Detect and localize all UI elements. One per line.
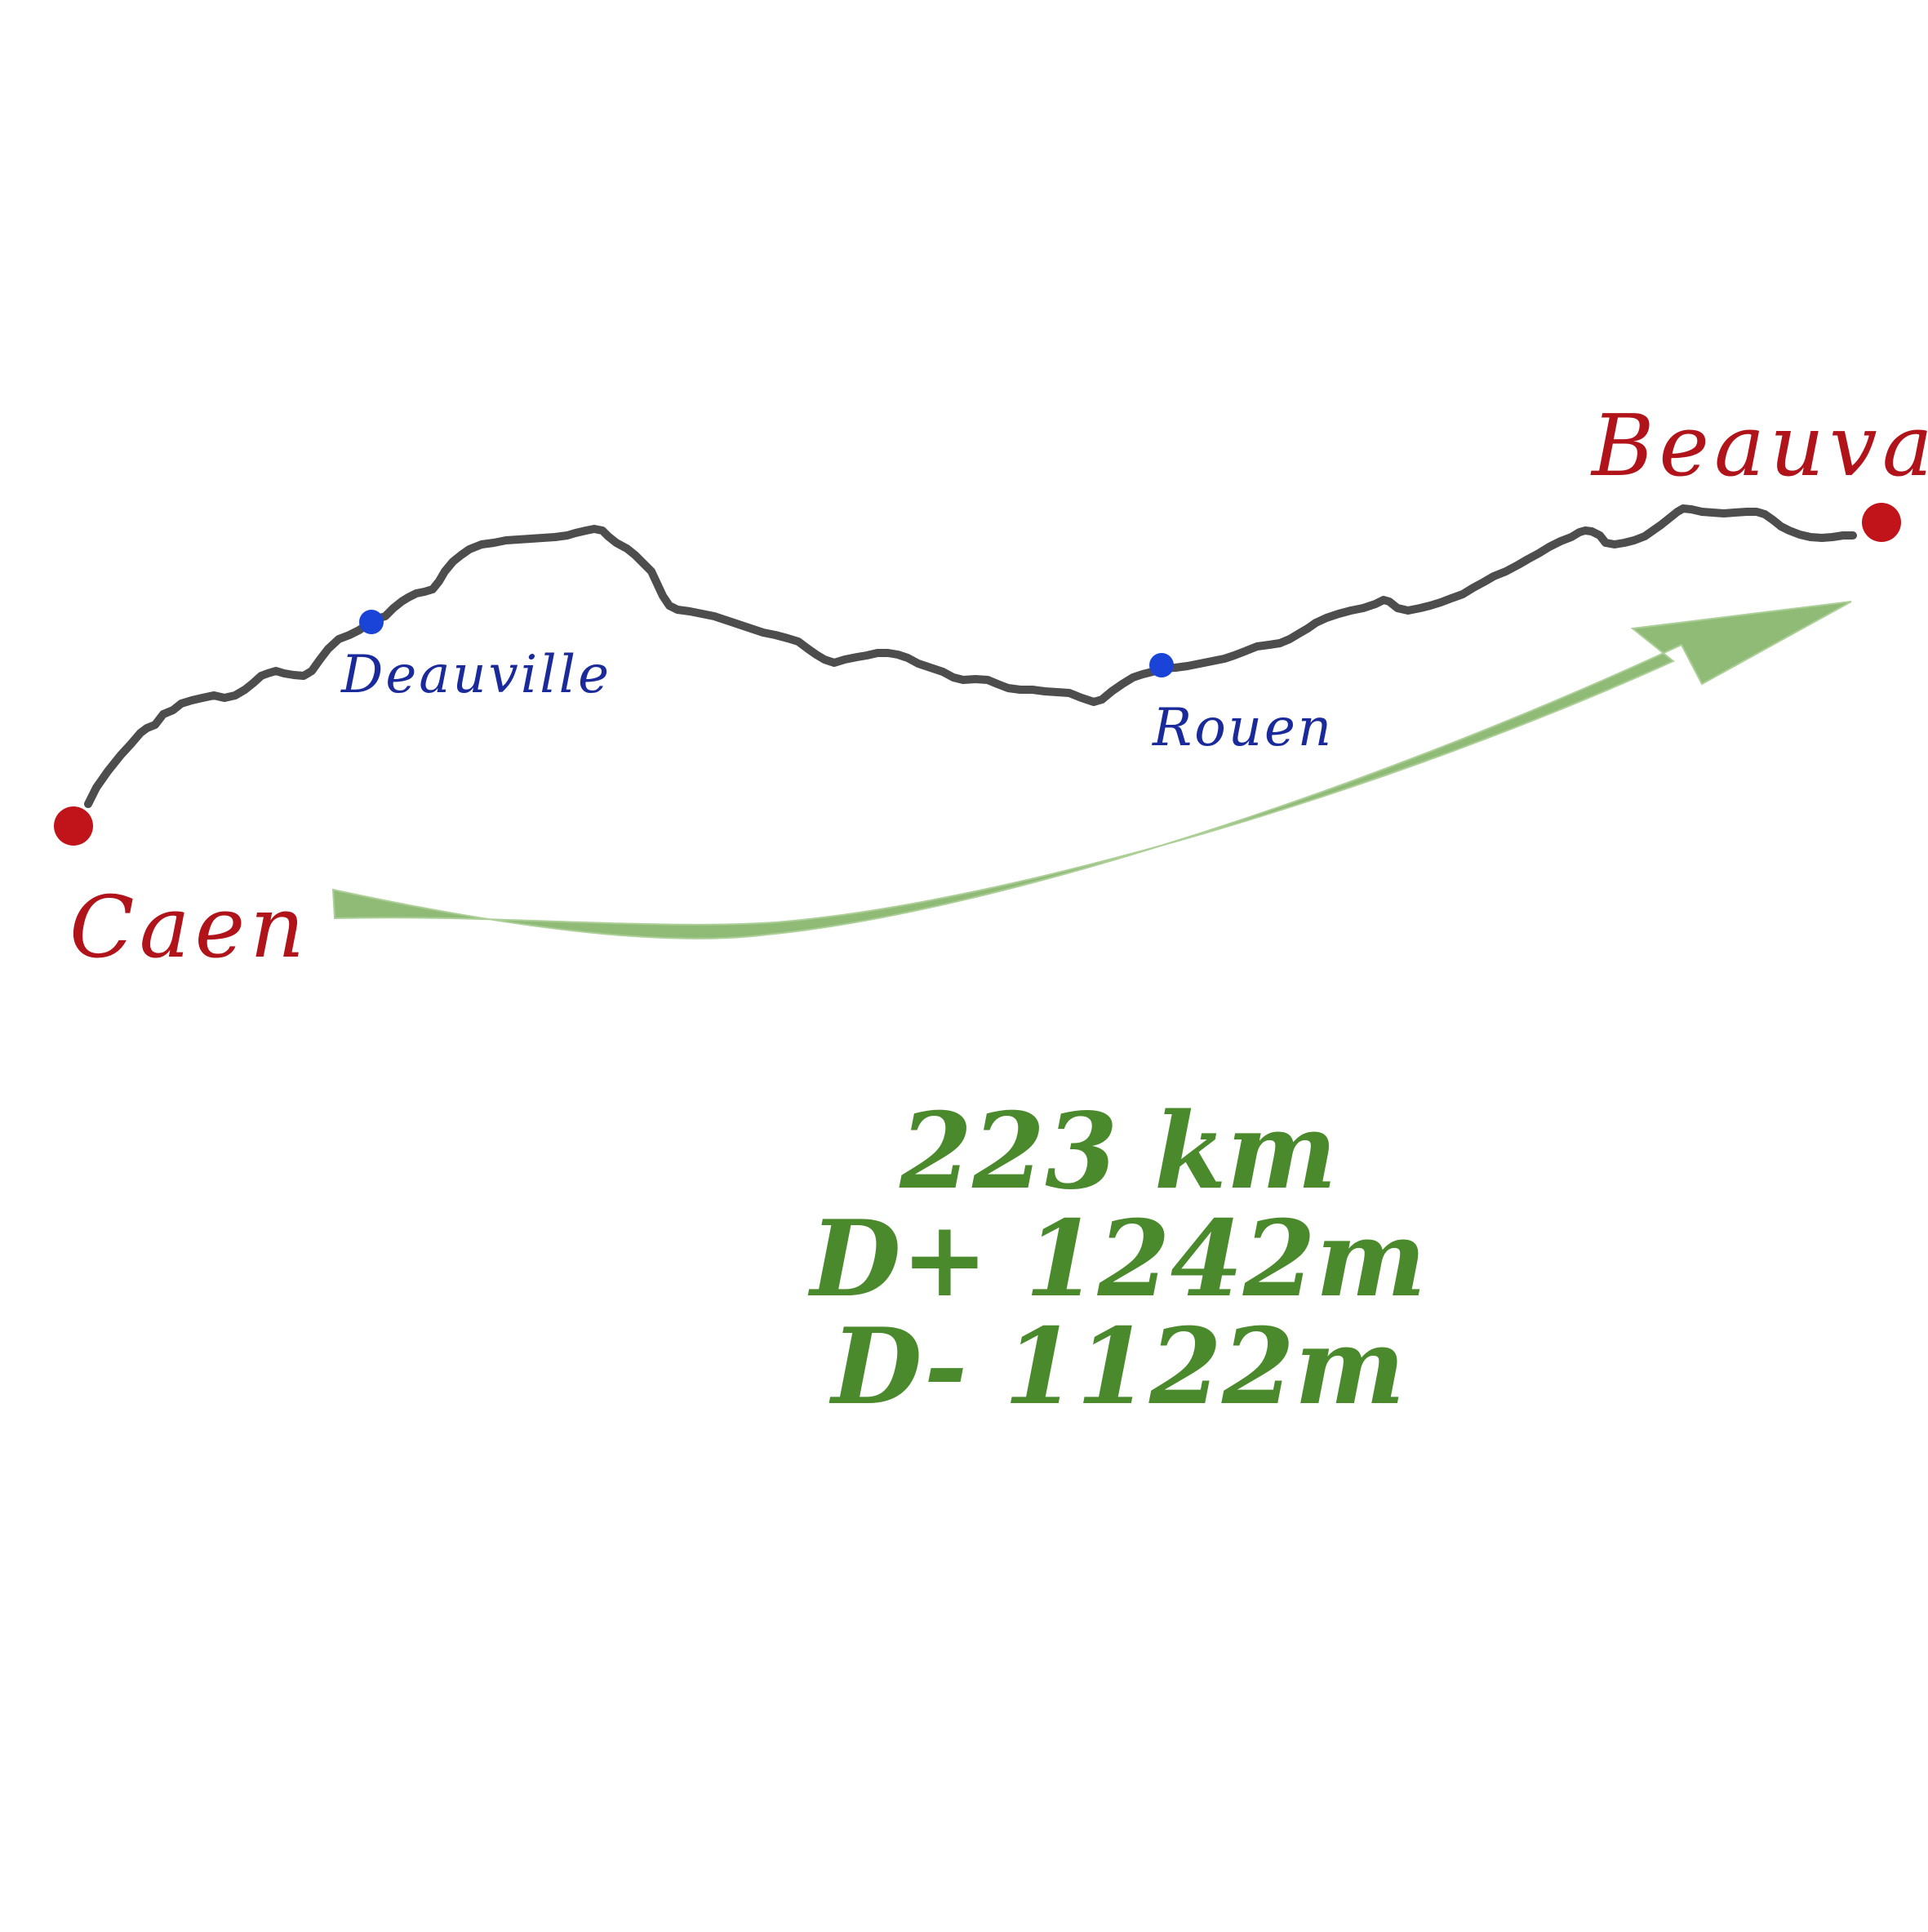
distance-stat: 223 km xyxy=(900,1090,1337,1213)
route-stats: 223 km D+ 1242m D- 1122m xyxy=(808,1098,1428,1421)
waypoint-marker-rouen xyxy=(1149,653,1174,677)
end-marker xyxy=(1862,503,1901,542)
start-city-label: Caen xyxy=(69,877,310,977)
waypoint-marker-deauville xyxy=(359,610,384,634)
elevation-gain-stat: D+ 1242m xyxy=(810,1198,1427,1321)
waypoint-label-deauville: Deauville xyxy=(341,645,611,705)
start-marker xyxy=(54,806,93,846)
direction-arrow xyxy=(331,601,1852,939)
elevation-loss-stat: D- 1122m xyxy=(831,1306,1406,1428)
waypoint-label-rouen: Rouen xyxy=(1153,698,1335,758)
end-city-label: Beauvais xyxy=(1592,396,1928,495)
